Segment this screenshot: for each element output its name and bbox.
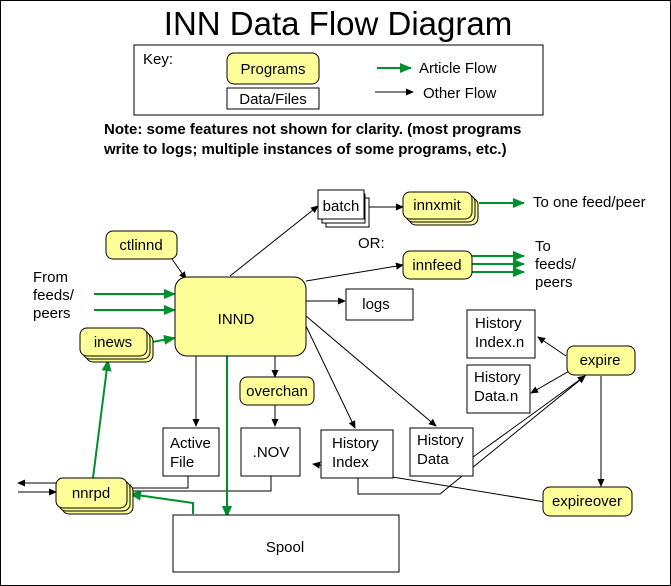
- history-index-n-node[interactable]: History Index.n: [466, 309, 536, 359]
- to-feeds-label-1: To: [535, 238, 551, 255]
- history-index-node[interactable]: History Index: [320, 429, 394, 479]
- batch-shape: [317, 189, 365, 220]
- expireover-shape: [542, 486, 633, 517]
- overchan-shape: [239, 376, 315, 406]
- edge-spool-nnrpd: [129, 490, 194, 514]
- active-file-label-2: File: [170, 454, 194, 471]
- history-data-label-1: History: [417, 432, 464, 449]
- key-data-files-label: Data/Files: [239, 91, 307, 108]
- nov-label: .NOV: [253, 444, 290, 461]
- other-flow-edges: [17, 203, 605, 503]
- key-box: [133, 44, 544, 116]
- logs-node[interactable]: logs: [345, 288, 414, 321]
- spool-label: Spool: [266, 539, 304, 556]
- nnrpd-node[interactable]: nnrpd: [55, 477, 134, 515]
- or-label: OR:: [358, 235, 385, 252]
- note-line-1: Note: some features not shown for clarit…: [104, 121, 521, 138]
- history-data-n-label-2: Data.n: [474, 388, 518, 405]
- to-feeds-label-2: feeds/: [535, 256, 577, 273]
- inews-label: inews: [94, 334, 132, 351]
- innd-label: INND: [218, 311, 255, 328]
- from-feeds-label-2: feeds/: [33, 287, 75, 304]
- edge-innd-innfeed: [305, 262, 404, 282]
- innfeed-node[interactable]: innfeed: [402, 250, 473, 280]
- innxmit-label: innxmit: [413, 197, 461, 214]
- edge-history-data-expire: [472, 375, 586, 458]
- active-file-label-1: Active: [170, 435, 211, 452]
- edge-nov-nnrpd: [123, 476, 272, 495]
- batch-label: batch: [323, 198, 360, 215]
- history-index-n-label-1: History: [475, 315, 522, 332]
- ctlinnd-label: ctlinnd: [119, 237, 162, 254]
- history-index-label-1: History: [332, 435, 379, 452]
- edge-ctlinnd-innd: [171, 258, 187, 280]
- active-file-shape: [162, 427, 220, 477]
- nnrpd-shape: [55, 477, 128, 509]
- from-feeds-label-3: peers: [33, 305, 71, 322]
- history-index-n-shape: [466, 309, 536, 359]
- edge-active-nnrpd: [123, 476, 189, 492]
- edge-expire-index-n: [537, 336, 567, 357]
- edge-innd-history-index: [305, 325, 356, 429]
- spool-shape: [172, 514, 400, 573]
- edge-innd-batch: [229, 205, 319, 277]
- edge-expire-data-n: [530, 369, 572, 394]
- key-file-swatch: [226, 87, 320, 110]
- overchan-node[interactable]: overchan: [239, 376, 315, 406]
- innfeed-shape: [402, 250, 473, 280]
- inews-shape: [79, 327, 148, 357]
- inews-node[interactable]: inews: [79, 327, 154, 363]
- nov-node[interactable]: .NOV: [240, 427, 301, 477]
- batch-node[interactable]: batch: [317, 189, 370, 228]
- active-file-node[interactable]: Active File: [162, 427, 220, 477]
- history-index-n-label-2: Index.n: [475, 334, 524, 351]
- logs-label: logs: [362, 296, 390, 313]
- innxmit-shape: [402, 191, 473, 220]
- innfeed-label: innfeed: [412, 257, 461, 274]
- expire-shape: [566, 345, 636, 376]
- expireover-label: expireover: [552, 493, 622, 510]
- key-article-flow-label: Article Flow: [419, 60, 497, 77]
- from-feeds-label-1: From: [33, 269, 68, 286]
- edge-innd-history-data: [305, 315, 437, 427]
- ctlinnd-shape: [105, 230, 178, 260]
- history-data-n-shape: [466, 364, 531, 414]
- nnrpd-label: nnrpd: [72, 485, 110, 502]
- spool-node[interactable]: Spool: [172, 514, 400, 573]
- key-program-swatch: [226, 52, 320, 85]
- expireover-node[interactable]: expireover: [542, 486, 633, 517]
- history-data-node[interactable]: History Data: [409, 427, 474, 477]
- note-line-2: write to logs; multiple instances of som…: [103, 141, 507, 158]
- edge-history-index-expire: [357, 375, 586, 495]
- expire-node[interactable]: expire: [566, 345, 636, 376]
- to-feeds-label-3: peers: [535, 274, 573, 291]
- key-heading: Key:: [143, 51, 173, 68]
- expire-label: expire: [580, 352, 621, 369]
- history-index-shape: [320, 429, 394, 479]
- edge-inews-innd: [151, 334, 176, 345]
- history-data-label-2: Data: [417, 451, 449, 468]
- innd-node[interactable]: INND: [174, 276, 307, 357]
- to-one-feed-label: To one feed/peer: [533, 194, 646, 211]
- history-index-label-2: Index: [332, 454, 369, 471]
- logs-shape: [345, 288, 414, 321]
- key-programs-label: Programs: [240, 61, 305, 78]
- ctlinnd-node[interactable]: ctlinnd: [105, 230, 178, 260]
- history-data-shape: [409, 427, 474, 477]
- history-data-n-label-1: History: [474, 369, 521, 386]
- article-flow-edges: [92, 198, 525, 518]
- edge-nnrpd-inews: [92, 359, 112, 479]
- overchan-label: overchan: [246, 383, 308, 400]
- key-legend: Key: Programs Data/Files Article Flow Ot…: [133, 44, 544, 116]
- key-other-flow-label: Other Flow: [423, 85, 497, 102]
- history-data-n-node[interactable]: History Data.n: [466, 364, 531, 414]
- diagram-title: INN Data Flow Diagram: [164, 5, 512, 42]
- nov-shape: [240, 427, 301, 477]
- innd-shape: [174, 276, 307, 357]
- innxmit-node[interactable]: innxmit: [402, 191, 479, 226]
